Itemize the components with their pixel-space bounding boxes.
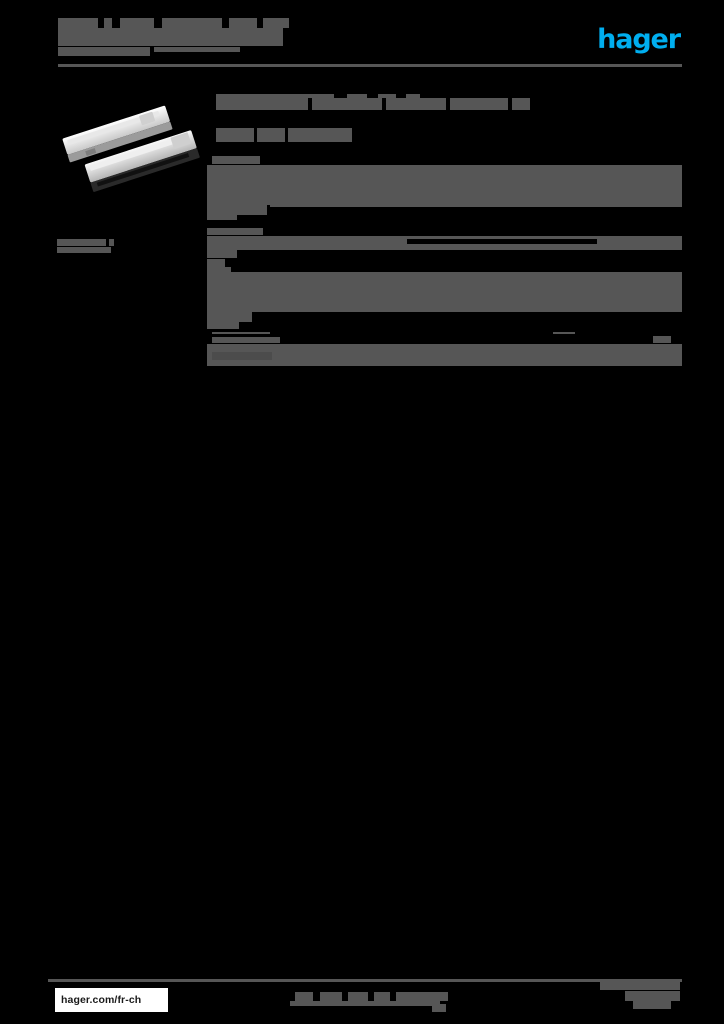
header-divider — [58, 64, 682, 67]
footer-divider — [48, 979, 682, 982]
product-image — [56, 88, 206, 198]
product-illustration — [62, 105, 200, 192]
footer-website-link[interactable]: hager.com/fr-ch — [55, 988, 168, 1012]
hager-logo-text: hager — [597, 23, 681, 55]
hager-logo: hager — [584, 23, 681, 55]
footer-website-url: hager.com/fr-ch — [61, 994, 142, 1006]
